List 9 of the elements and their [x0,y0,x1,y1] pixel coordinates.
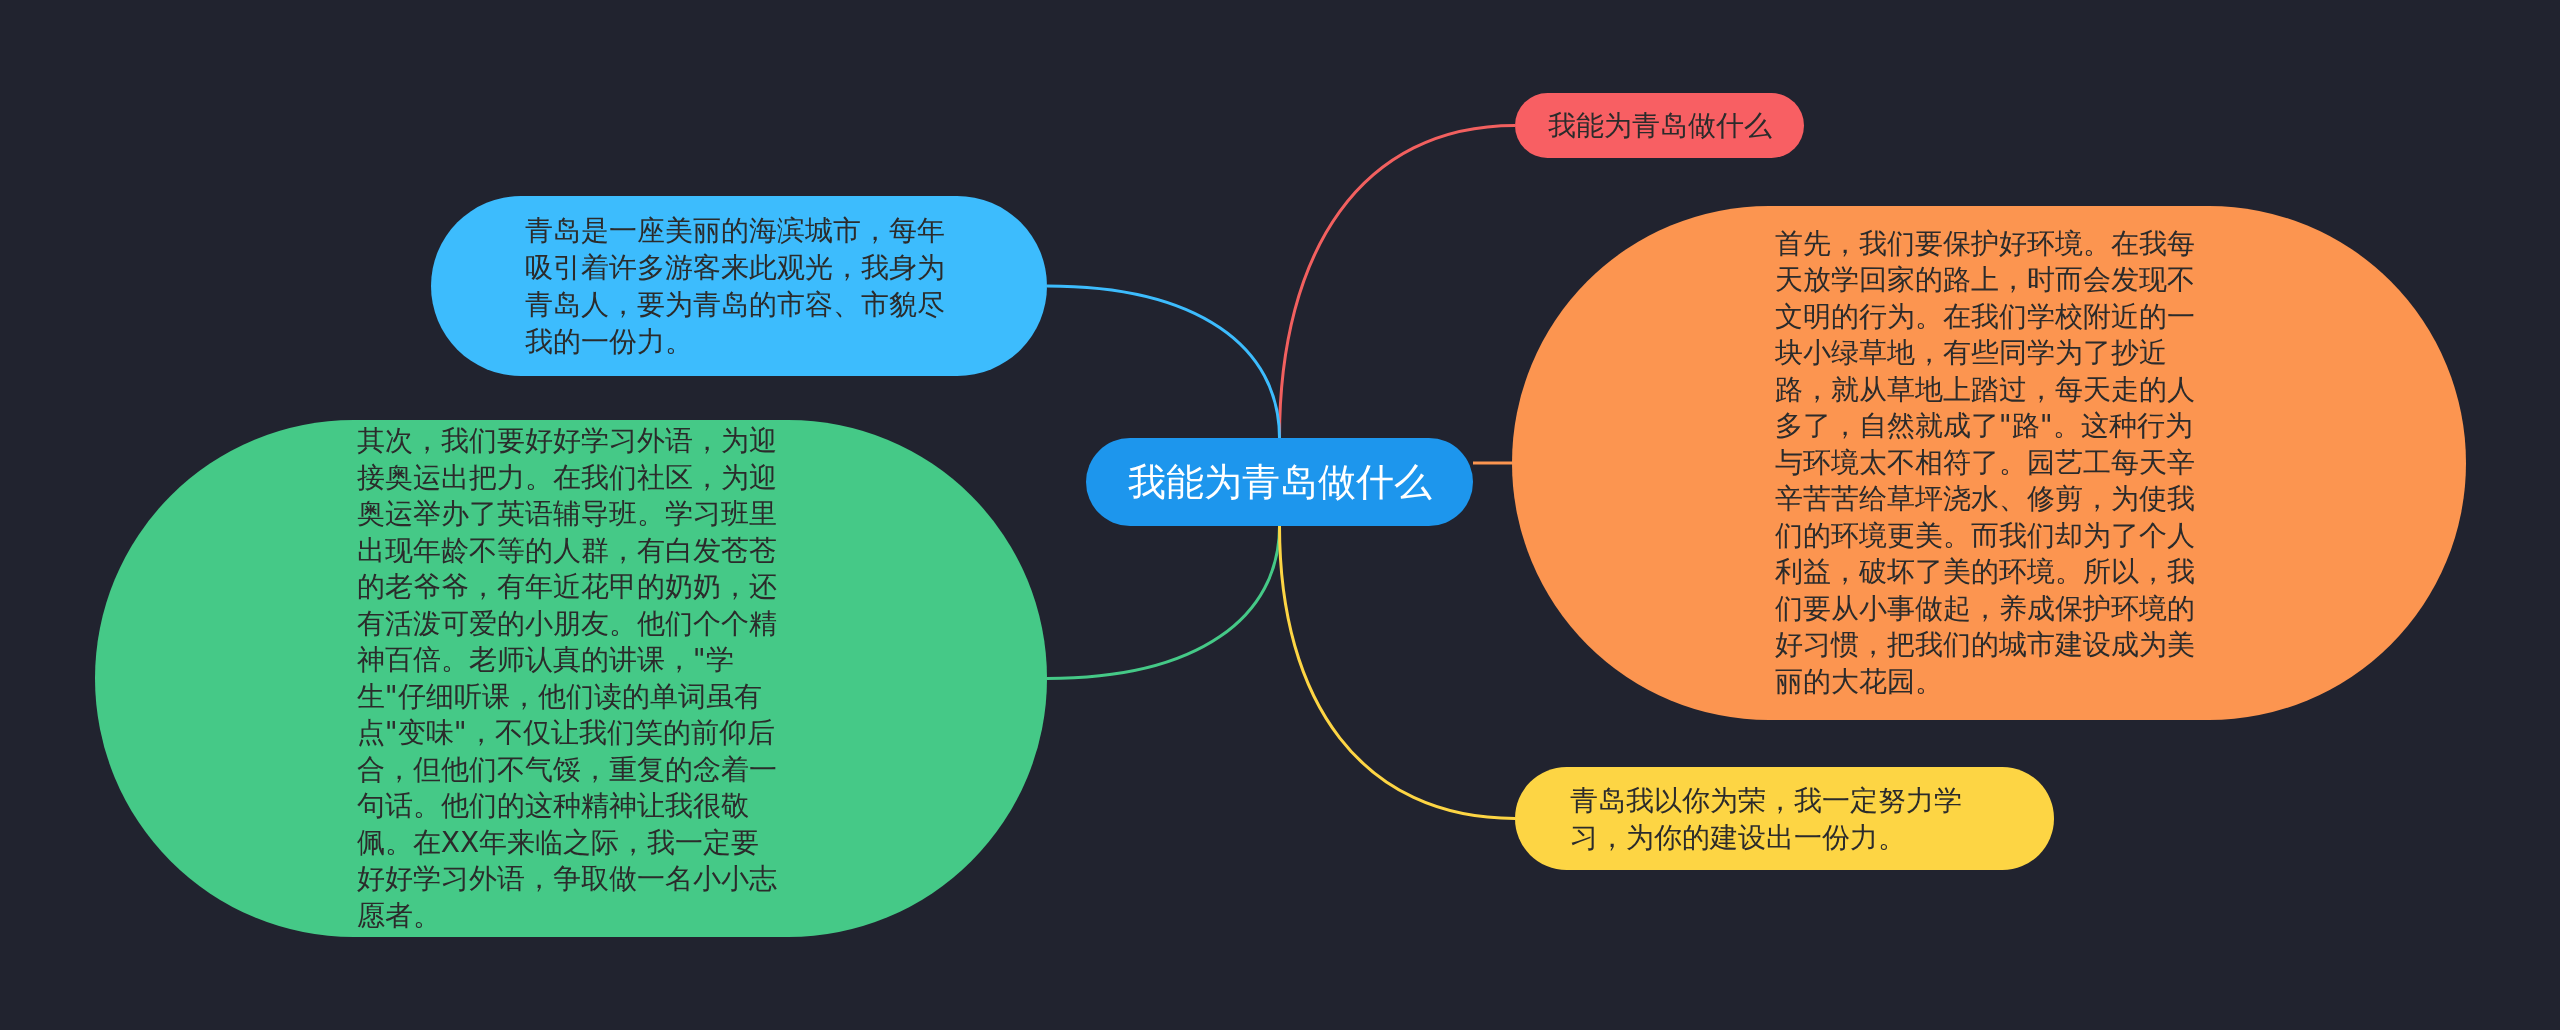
connector-line [1046,284,1281,439]
node-text: 青岛我以你为荣，我一定努力学习，为你的建设出一份力。 [1570,782,1964,856]
node-text: 我能为青岛做什么 [1547,107,1772,144]
node-text: 我能为青岛做什么 [1127,459,1432,506]
connector-line [1278,525,1516,820]
connector-line [1473,461,1512,465]
node-text: 首先，我们要保护好环境。在我每天放学回家的路上，时而会发现不文明的行为。在我们学校附近的一块小绿草地，有些同学为了抄近路，就从草地上踏过，每天走的人多了，自然就成了"路"。这种行为与环境太不相符了。园艺工每天辛辛苦苦给草坪浇水、修剪，为使我们的环境更美。而我们却为了个人利益，破坏了美的环境。所以，我们要从小事做起，养成保护环境的好习惯，把我们的城市建设成为美丽的大花园。 [1774,225,2196,700]
node-text: 其次，我们要好好学习外语，为迎接奥运出把力。在我们社区，为迎奥运举办了英语辅导班。学习班里出现年龄不等的人群，有白发苍苍的老爷爷，有年近花甲的奶奶，还有活泼可爱的小朋友。他们个个精神百倍。老师认真的讲课，"学生"仔细听课，他们读的单词虽有点"变味"，不仅让我们笑的前仰后合，但他们不气馁，重复的念着一句话。他们的这种精神让我很敬佩。在XX年来临之际，我一定要好好学习外语，争取做一名小小志愿者。 [356,423,778,934]
node-text: 青岛是一座美丽的海滨城市，每年吸引着许多游客来此观光，我身为青岛人，要为青岛的市容、市貌尽我的一份力。 [524,213,946,360]
